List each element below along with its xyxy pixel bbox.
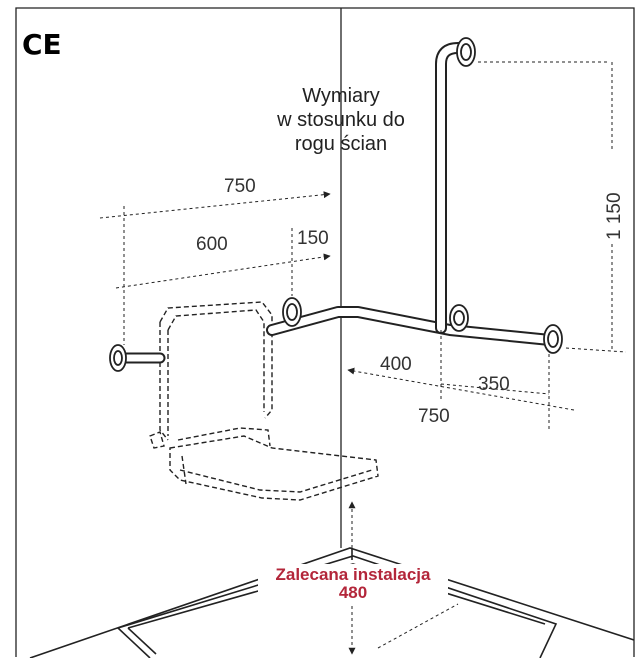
recommendation-label: Zalecana instalacja 480 — [258, 564, 448, 604]
folding-seat — [149, 301, 379, 501]
recommendation-title: Zalecana instalacja — [276, 565, 432, 584]
dim-750-top: 750 — [224, 176, 256, 197]
wall-rosettes — [109, 37, 563, 372]
recommendation-height: 480 — [339, 583, 367, 602]
dim-400: 400 — [380, 354, 412, 375]
dim-150: 150 — [297, 228, 329, 249]
dim-600: 600 — [196, 234, 228, 255]
caption-line-3: rogu ścian — [295, 133, 387, 155]
dimension-lines — [99, 61, 627, 655]
caption: Wymiary w stosunku do rogu ścian — [276, 85, 405, 155]
caption-line-2: w stosunku do — [276, 109, 405, 131]
dim-750-bottom: 750 — [418, 406, 450, 427]
ce-mark: CE — [22, 28, 62, 61]
caption-line-1: Wymiary — [302, 85, 380, 107]
dim-1150: 1 150 — [604, 192, 625, 240]
dimension-labels: 750 600 150 400 350 750 1 150 — [196, 176, 625, 427]
dim-350: 350 — [478, 374, 510, 395]
frame — [15, 7, 635, 657]
